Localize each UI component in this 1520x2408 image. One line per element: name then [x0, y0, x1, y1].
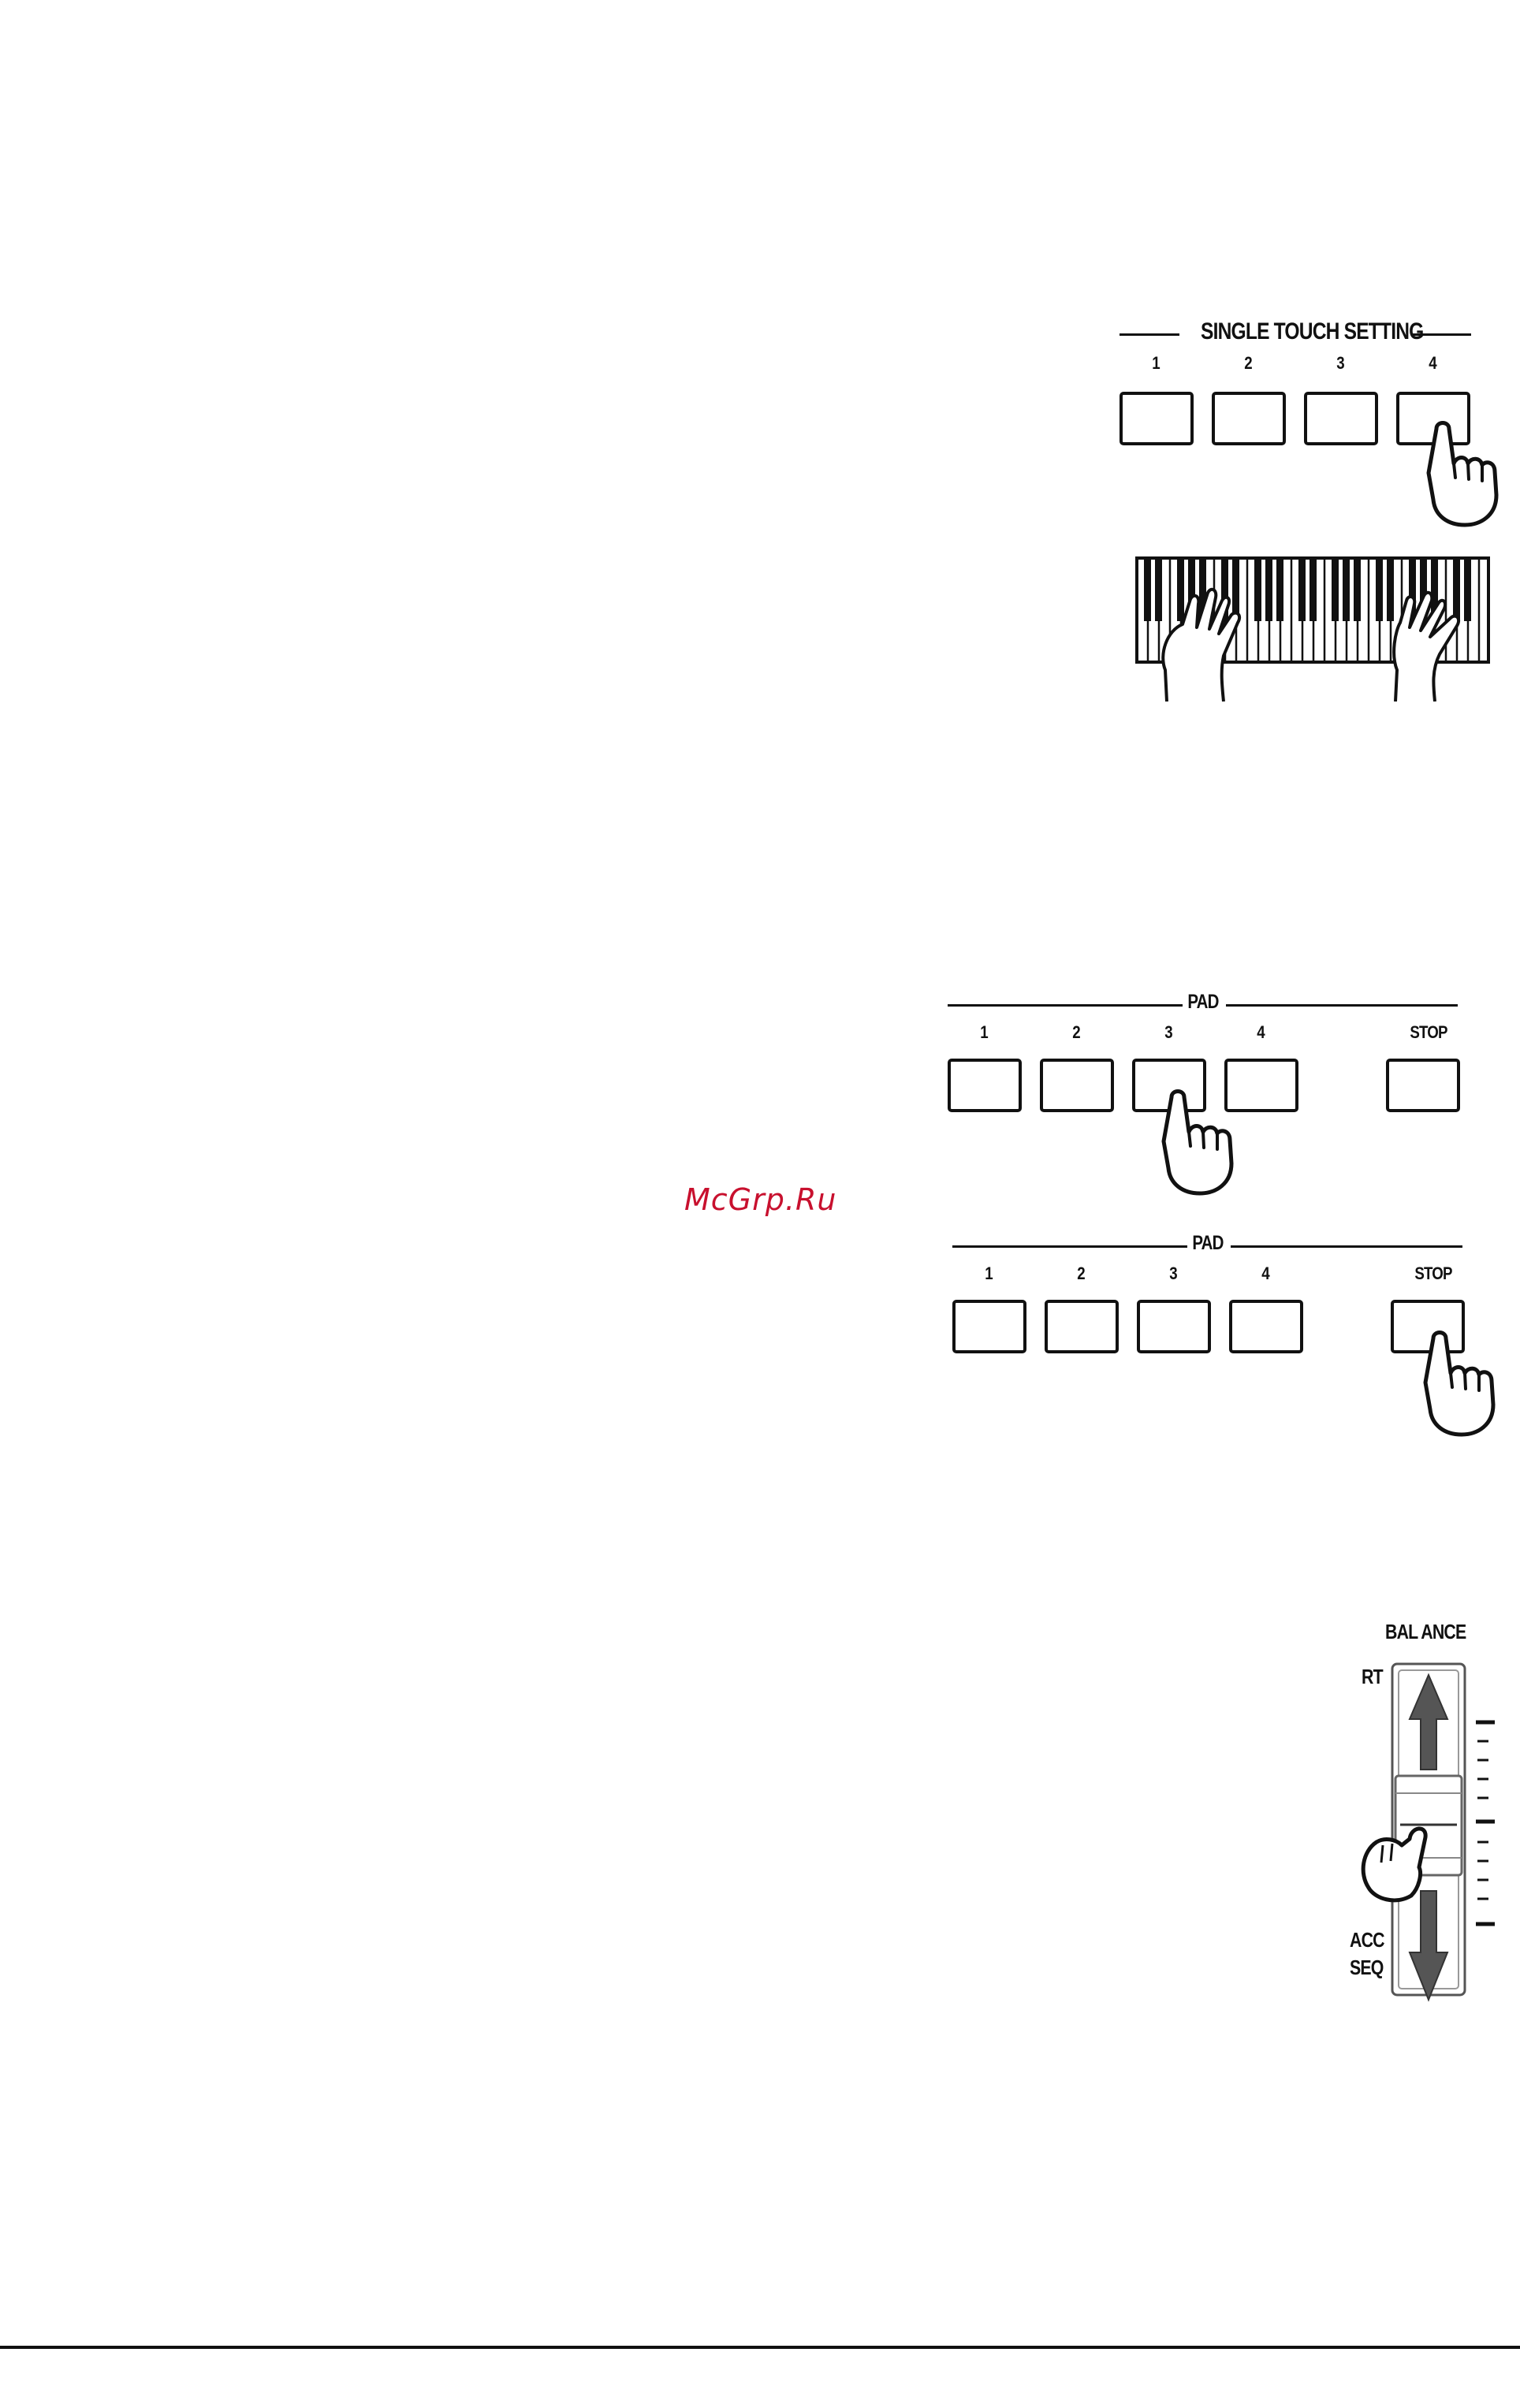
- watermark: McGrp.Ru: [684, 1182, 836, 1217]
- pad-button-2[interactable]: [1040, 1059, 1114, 1112]
- pad-rule-right: [1226, 1004, 1458, 1007]
- pad-button-2[interactable]: [1045, 1300, 1119, 1353]
- single-touch-title: SINGLE TOUCH SETTING: [1201, 318, 1395, 345]
- title-rule-right: [1411, 333, 1471, 336]
- pad-number-2: 2: [1061, 1264, 1101, 1284]
- pointing-hand-icon: [1419, 418, 1506, 528]
- title-rule-left: [1120, 333, 1179, 336]
- pad-button-1[interactable]: [952, 1300, 1026, 1353]
- pad-rule-right: [1231, 1245, 1462, 1248]
- pad-stop-button[interactable]: [1386, 1059, 1460, 1112]
- pad-number-1: 1: [964, 1022, 1004, 1043]
- keyboard-hands-icon: [1135, 552, 1490, 702]
- pad-rule-left: [952, 1245, 1187, 1248]
- pointing-hand-icon: [1416, 1327, 1503, 1438]
- single-touch-button-3[interactable]: [1304, 392, 1378, 445]
- pad-number-4: 4: [1241, 1022, 1281, 1043]
- pad-number-3: 3: [1153, 1264, 1194, 1284]
- button-number-2: 2: [1228, 353, 1269, 374]
- pad-number-4: 4: [1246, 1264, 1286, 1284]
- pointing-hand-icon: [1154, 1086, 1241, 1197]
- pad-stop-label: STOP: [1402, 1022, 1455, 1043]
- pad-number-1: 1: [969, 1264, 1009, 1284]
- button-number-3: 3: [1321, 353, 1361, 374]
- pad-button-1[interactable]: [948, 1059, 1022, 1112]
- balance-title: BAL ANCE: [1385, 1620, 1466, 1644]
- button-number-4: 4: [1413, 353, 1453, 374]
- button-number-1: 1: [1136, 353, 1176, 374]
- pad-rule-left: [948, 1004, 1183, 1007]
- pad-number-3: 3: [1149, 1022, 1189, 1043]
- pad-title: PAD: [1184, 1232, 1231, 1255]
- pad-button-4[interactable]: [1229, 1300, 1303, 1353]
- single-touch-button-1[interactable]: [1120, 392, 1194, 445]
- single-touch-button-2[interactable]: [1212, 392, 1286, 445]
- pad-number-2: 2: [1056, 1022, 1097, 1043]
- balance-slider[interactable]: [1340, 1659, 1506, 2006]
- pad-stop-label: STOP: [1406, 1264, 1460, 1284]
- pad-title: PAD: [1179, 991, 1226, 1014]
- pad-button-3[interactable]: [1137, 1300, 1211, 1353]
- page-bottom-rule: [0, 2346, 1520, 2349]
